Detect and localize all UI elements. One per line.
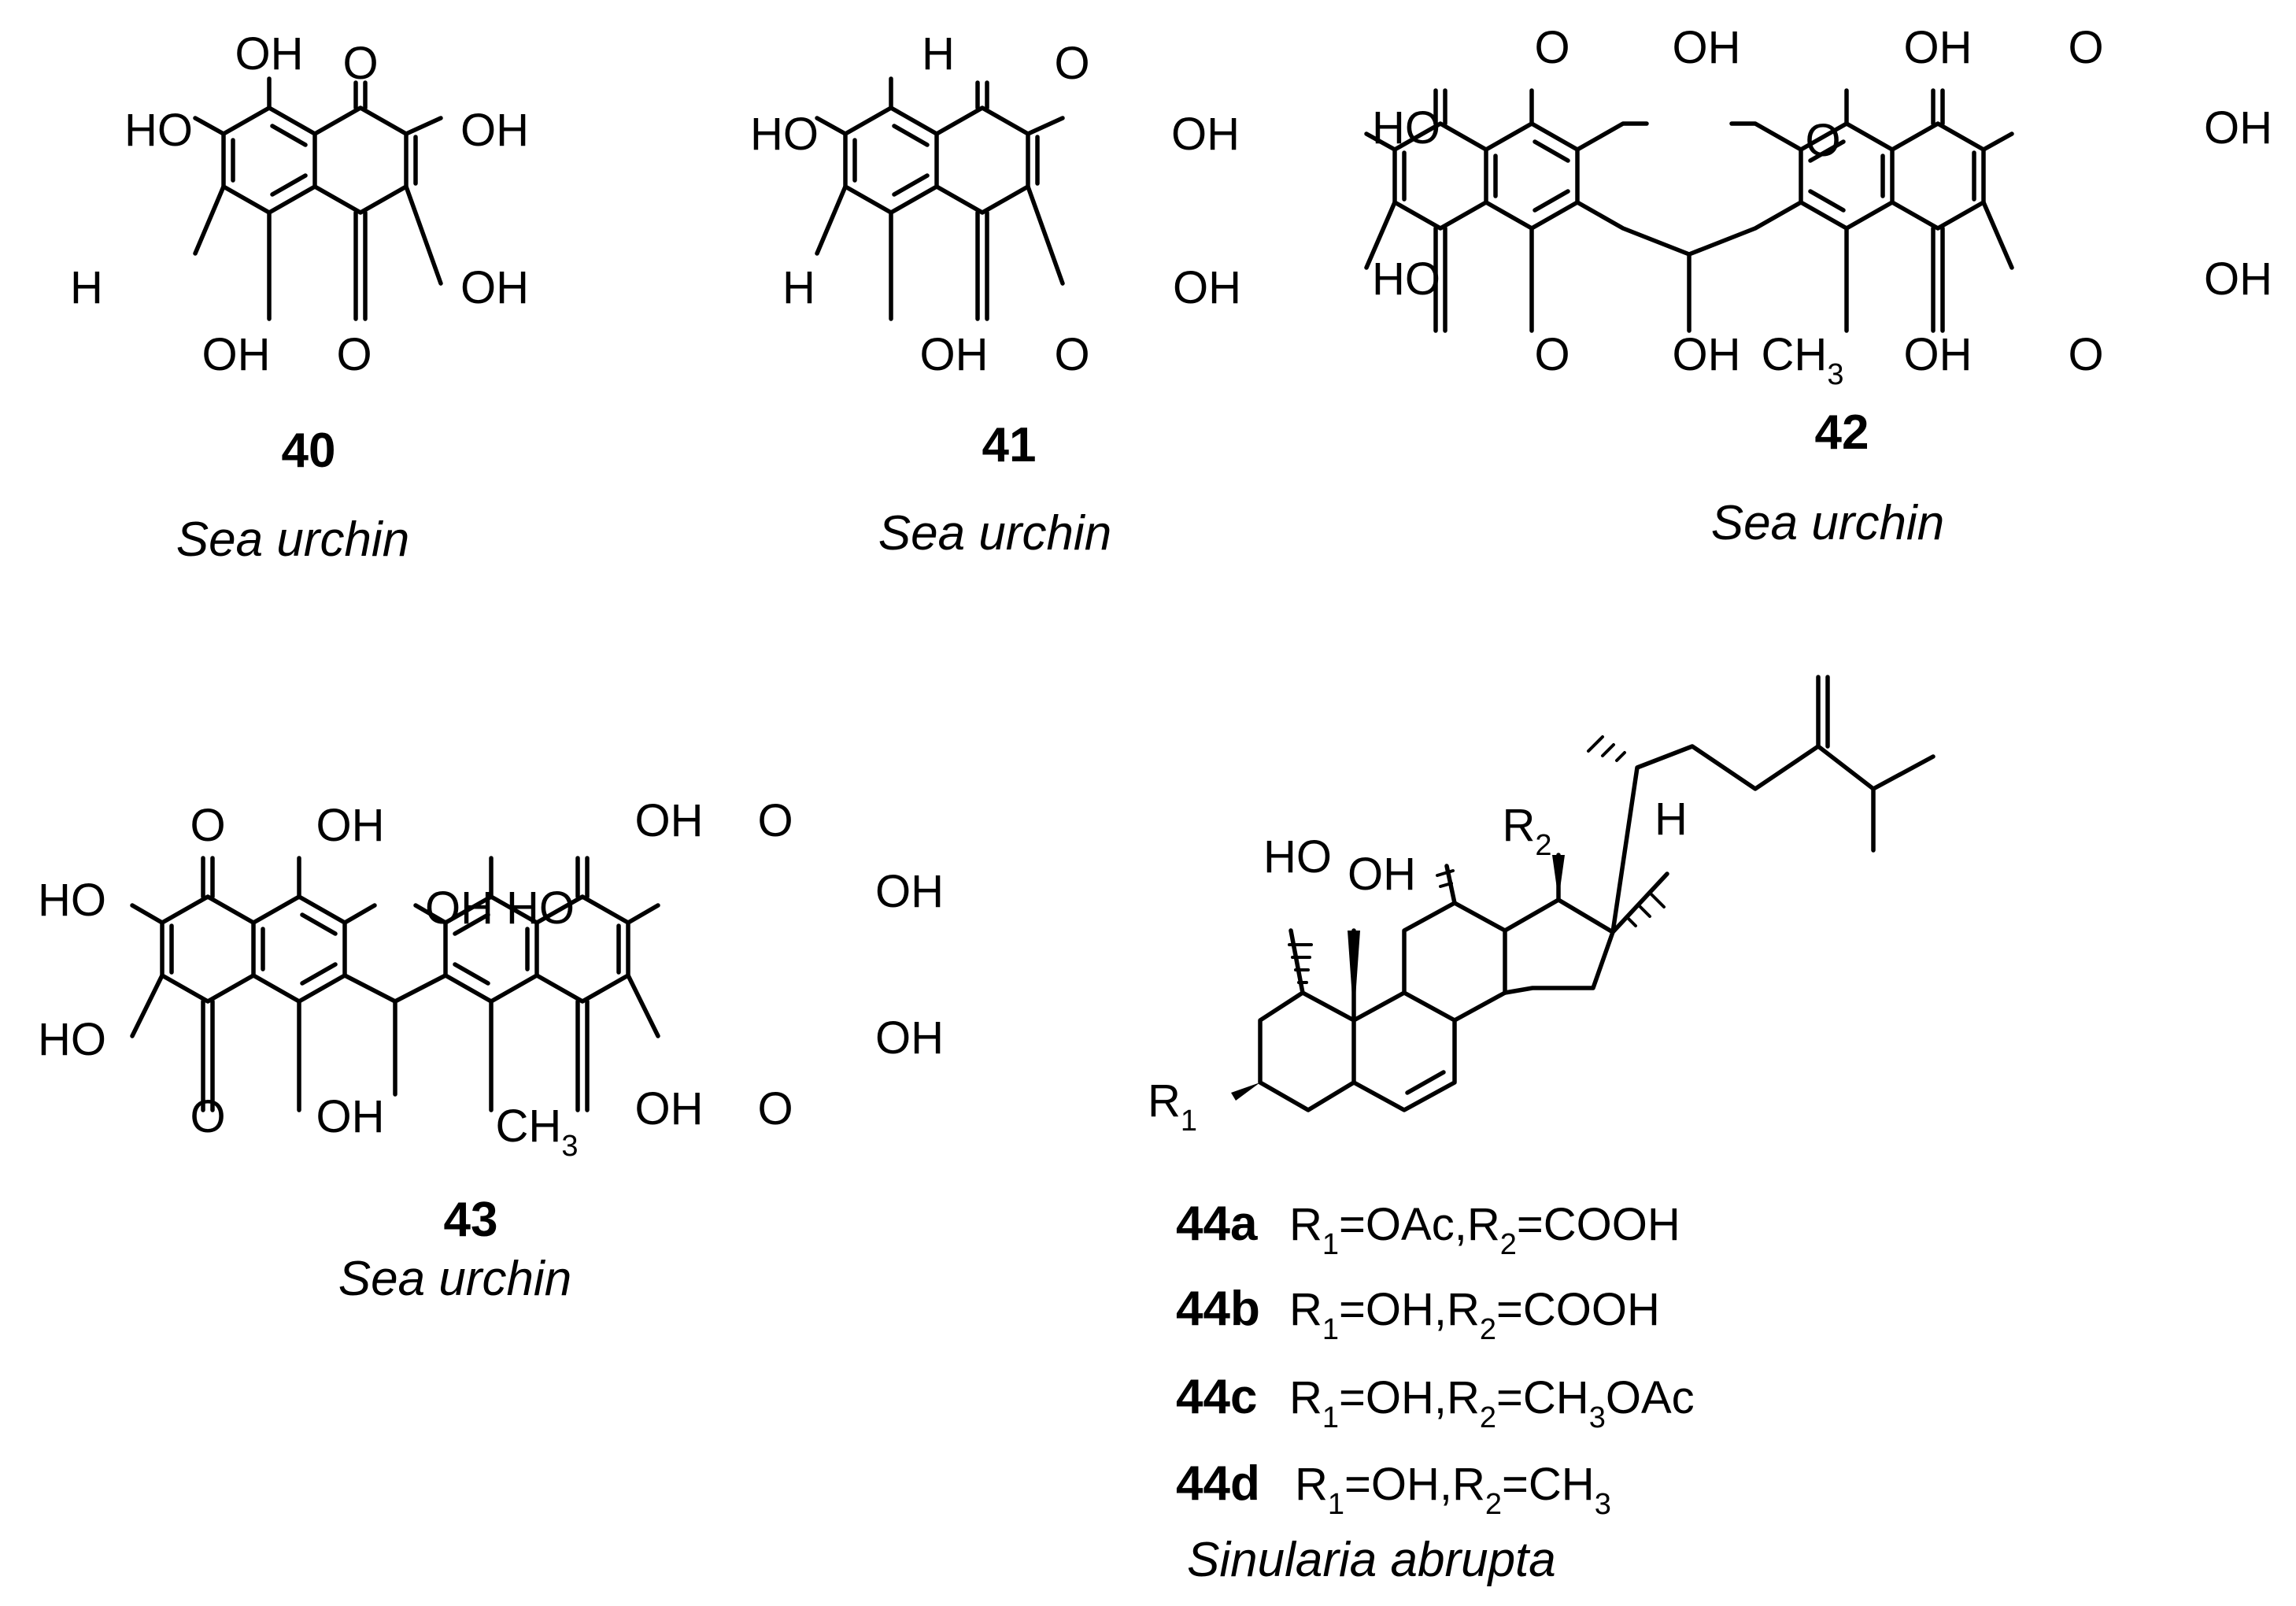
label-o: O [1534,329,1569,380]
label-ch3: CH3 [496,1101,579,1163]
label-oh: OH [425,883,494,934]
label-oh: OH [202,329,271,380]
label-oh: OH [460,105,529,156]
label-h: H [70,262,103,313]
label-ho: HO [750,109,819,160]
label-ho: HO [1372,253,1440,305]
wedge-bond [1231,1082,1260,1101]
compound-source: Sea urchin [1711,496,1944,550]
label-o: O [2068,329,2103,380]
label-o: O [1054,38,1089,89]
variant-44c: 44c R1=OH,R2=CH3OAc [1176,1370,1695,1434]
label-ho: HO [38,875,106,926]
variant-formula: R1=OH,R2=CH3OAc [1289,1372,1695,1434]
label-o: O [1054,329,1089,380]
label-o: O [1805,115,1840,166]
compound-number: 40 [282,424,336,478]
structure-43: O OH OH O HO OH HO OH HO OH O OH OH O CH… [38,795,944,1306]
label-oh: OH [875,866,944,917]
structure-41: H O HO OH OH H OH O 41 Sea urchin [750,28,1241,561]
compound-source: Sinularia abrupta [1187,1533,1556,1587]
label-o: O [342,38,378,89]
label-o: O [757,1083,793,1134]
label-o: O [757,795,793,846]
label-o: O [1534,22,1569,73]
label-oh: OH [1673,22,1741,73]
label-oh: OH [1173,262,1241,313]
label-r1: R1 [1148,1075,1197,1138]
label-oh: OH [316,1091,385,1142]
variant-number: 44c [1176,1370,1257,1424]
label-o: O [2068,22,2103,73]
structure-43-bonds [130,856,660,1112]
label-ho: HO [124,105,193,156]
label-h: H [782,262,815,313]
label-ho: HO [1263,831,1332,883]
label-h: H [922,28,955,80]
variant-44a: 44a R1=OAc,R2=COOH [1176,1197,1680,1261]
compound-source: Sea urchin [878,506,1111,561]
variant-44b: 44b R1=OH,R2=COOH [1176,1282,1660,1346]
label-ho: HO [506,883,575,934]
structure-42: O OH OH O O HO OH HO OH O OH OH O CH3 42… [1364,22,2272,550]
structure-44: HO OH H R2 R1 [1148,675,1936,1138]
label-oh: OH [235,28,304,80]
label-h: H [1655,794,1688,845]
label-oh: OH [1673,329,1741,380]
label-o: O [190,1091,225,1142]
label-oh: OH [1904,329,1972,380]
variant-44d: 44d R1=OH,R2=CH3 [1176,1456,1611,1521]
label-oh: OH [1171,109,1240,160]
structure-40-bonds [193,76,443,321]
structure-41-bonds [815,76,1065,321]
label-ho: HO [1372,102,1440,154]
hash-bonds [1288,735,1666,984]
label-oh: OH [2204,253,2272,305]
label-oh: OH [920,329,989,380]
variant-formula: R1=OH,R2=COOH [1289,1284,1660,1346]
label-oh: OH [635,795,704,846]
label-o: O [336,329,372,380]
label-oh: OH [316,800,385,851]
compound-source: Sea urchin [176,513,409,567]
label-oh: OH [875,1012,944,1064]
label-oh: OH [635,1083,704,1134]
label-ho: HO [38,1014,106,1065]
variant-number: 44d [1176,1456,1260,1511]
label-oh: OH [1904,22,1972,73]
variant-list: 44a R1=OAc,R2=COOH 44b R1=OH,R2=COOH 44c… [1176,1197,1695,1587]
label-oh: OH [2204,102,2272,154]
label-oh: OH [1348,849,1416,900]
variant-formula: R1=OH,R2=CH3 [1295,1459,1611,1521]
variant-number: 44a [1176,1197,1258,1251]
compound-number: 43 [444,1193,498,1247]
structure-40: OH O HO OH OH H OH O 40 Sea urchin [70,28,529,567]
wedge-bond [1552,855,1565,900]
wedge-bond [1348,931,1360,1020]
label-r2: R2 [1502,800,1551,862]
variant-number: 44b [1176,1282,1260,1336]
compound-number: 41 [982,418,1037,472]
compound-number: 42 [1815,405,1869,460]
label-o: O [190,800,225,851]
label-oh: OH [460,262,529,313]
structure-42-bonds [1364,88,2014,333]
label-ch3: CH3 [1762,329,1844,391]
variant-formula: R1=OAc,R2=COOH [1289,1199,1680,1261]
compound-source: Sea urchin [338,1252,571,1306]
